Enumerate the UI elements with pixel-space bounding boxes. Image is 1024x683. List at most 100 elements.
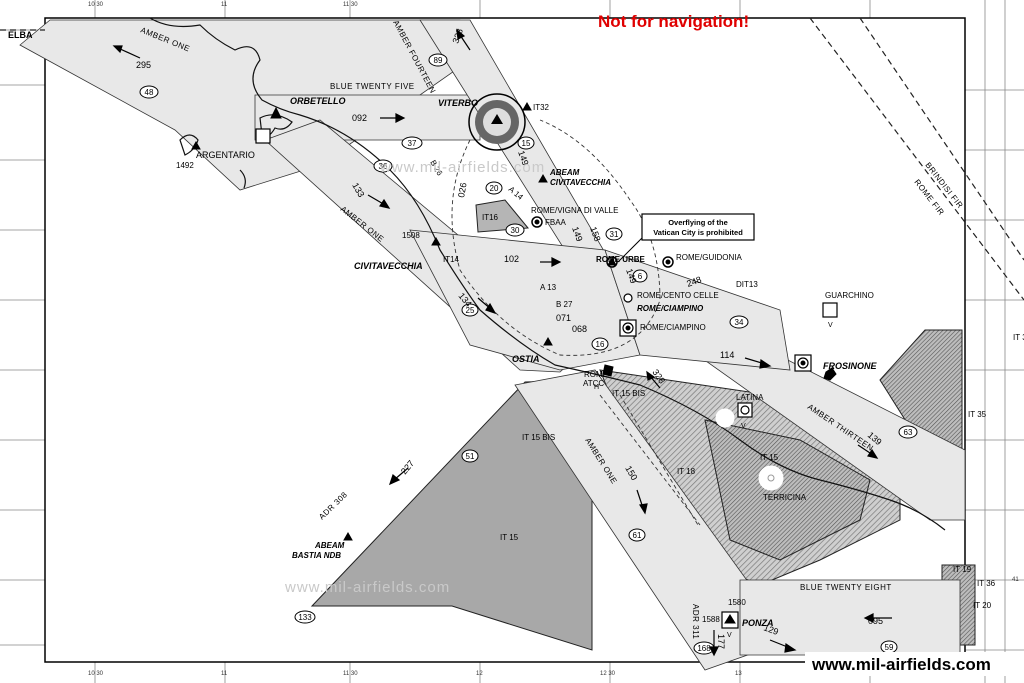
orbetello-vor xyxy=(255,128,271,144)
fir-boundaries xyxy=(0,17,1024,301)
zone-it20: IT 20 xyxy=(973,601,992,610)
route-31: 31 xyxy=(610,230,619,239)
tick-top-1: 10 30 xyxy=(88,2,104,8)
label-rome-ciampino-2: ROME/CIAMPINO xyxy=(640,323,706,332)
label-rome-cento: ROME/CENTO CELLE xyxy=(637,291,719,300)
rome-atcc-ndb xyxy=(602,364,614,377)
navaid-symbols xyxy=(191,101,838,629)
tick-bottom-4: 12 xyxy=(476,671,483,677)
zone-it36: IT 36 xyxy=(977,579,996,588)
route-36: 36 xyxy=(379,162,388,171)
direction-arrows xyxy=(112,28,892,657)
route-34: 34 xyxy=(735,318,744,327)
zone-dit13: DIT13 xyxy=(736,280,758,289)
tick-bottom-1: 10 30 xyxy=(88,671,104,677)
watermark-bottom: www.mil-airfields.com xyxy=(284,579,450,596)
bearing-149c: 149 xyxy=(624,267,639,285)
route-25: 25 xyxy=(466,306,475,315)
zone-it15bis-1: IT 15 BIS xyxy=(612,389,645,398)
label-adr-311: ADR 311 xyxy=(691,604,700,639)
label-viterbo: VITERBO xyxy=(438,98,478,108)
route-59: 59 xyxy=(885,643,894,652)
notice-line1: Overflying of the xyxy=(668,218,728,227)
route-61: 61 xyxy=(633,531,642,540)
bearing-158: 158 xyxy=(588,225,603,243)
tick-bottom-6: 13 xyxy=(735,671,742,677)
bearing-177: 177 xyxy=(716,634,726,649)
bearing-295: 295 xyxy=(136,60,151,70)
label-abeam-civ-2: CIVITAVECCHIA xyxy=(550,178,611,187)
elevations: 1492 1508 1580 1588 xyxy=(176,161,746,624)
place-labels: ELBA ORBETELLO VITERBO ARGENTARIO ABEAM … xyxy=(8,30,878,639)
label-guarchino: GUARCHINO xyxy=(825,291,874,300)
bearing-102: 102 xyxy=(504,254,519,264)
route-6: 6 xyxy=(638,272,643,281)
airway-corridors xyxy=(19,19,966,671)
label-orbetello: ORBETELLO xyxy=(290,96,346,106)
not-for-navigation-warning: Not for navigation! xyxy=(598,12,749,31)
bastia-triangle xyxy=(343,531,353,541)
zone-it15-2: IT 15 xyxy=(760,453,779,462)
label-blue-twenty-five: BLUE TWENTY FIVE xyxy=(330,82,415,91)
label-argentario: ARGENTARIO xyxy=(196,150,255,160)
bearing-095: 095 xyxy=(868,616,883,626)
bearing-129: 129 xyxy=(762,622,780,637)
notice-line2: Vatican City is prohibited xyxy=(653,228,743,237)
frosinone-ndb xyxy=(823,367,837,381)
bearing-338: 338 xyxy=(450,27,465,45)
label-rome-ciampino-1: ROME/CIAMPINO xyxy=(637,304,704,313)
watermark-backdrop xyxy=(805,652,1024,676)
label-rome-atcc-2: ATCC xyxy=(583,379,604,388)
label-civitavecchia: CIVITAVECCHIA xyxy=(354,261,423,271)
bearing-248: 248 xyxy=(685,274,703,289)
zone-it19: IT 19 xyxy=(953,565,972,574)
label-latina: LATINA xyxy=(736,393,764,402)
watermark-corner: www.mil-airfields.com xyxy=(811,655,991,674)
route-48: 48 xyxy=(145,88,154,97)
route-89: 89 xyxy=(434,56,443,65)
it15-terricina-area xyxy=(704,419,871,561)
label-v-ponza: V xyxy=(727,632,732,639)
route-51: 51 xyxy=(466,452,475,461)
bearing-071: 071 xyxy=(556,313,571,323)
label-frosinone: FROSINONE xyxy=(823,361,878,371)
elev-1508: 1508 xyxy=(402,231,420,240)
zone-it18: IT 18 xyxy=(677,467,696,476)
zone-it32: IT32 xyxy=(533,103,550,112)
elev-1492: 1492 xyxy=(176,161,194,170)
label-rome-guidonia: ROME/GUIDONIA xyxy=(676,253,742,262)
label-fbaa: FBAA xyxy=(545,218,567,227)
cento-aerodrome xyxy=(623,293,633,303)
label-rome-vigna: ROME/VIGNA DI VALLE xyxy=(531,206,618,215)
label-ostia: OSTIA xyxy=(512,354,540,364)
route-37: 37 xyxy=(408,139,417,148)
watermark-top: www.mil-airfields.com xyxy=(379,159,545,176)
latina-circle xyxy=(715,408,735,428)
grid-tick-labels: 10 30 11 11 30 10 30 11 11 30 12 12 30 1… xyxy=(88,2,1019,677)
route-168: 168 xyxy=(697,644,711,653)
route-20: 20 xyxy=(490,184,499,193)
orbetello-triangle xyxy=(270,106,282,119)
label-abeam-bastia-1: ABEAM xyxy=(314,541,345,550)
bearing-149b: 149 xyxy=(570,225,585,243)
label-bastia-ndb: BASTIA NDB xyxy=(292,551,341,560)
zone-it33: IT 33 xyxy=(1013,333,1024,342)
it32-triangle xyxy=(522,101,532,111)
zone-it15bis-2: IT 15 BIS xyxy=(522,433,555,442)
label-rome-urbe: ROME URBE xyxy=(596,255,646,264)
route-15: 15 xyxy=(522,139,531,148)
tick-right-1: 41 xyxy=(1012,577,1019,583)
bearing-026: 026 xyxy=(456,182,468,199)
zone-it16: IT16 xyxy=(482,213,499,222)
label-abeam-civ-1: ABEAM xyxy=(549,168,580,177)
label-ponza: PONZA xyxy=(742,618,774,628)
civ-triangle xyxy=(431,236,441,246)
route-badges: 48 37 36 89 15 20 30 31 6 25 16 34 63 51… xyxy=(139,53,918,655)
label-rome-atcc-1: ROME xyxy=(584,370,608,379)
argentario-triangle xyxy=(191,140,201,150)
viterbo-vor xyxy=(468,93,526,151)
chart-frame xyxy=(44,17,966,663)
bearing-149a: 149 xyxy=(516,149,531,167)
route-63: 63 xyxy=(904,428,913,437)
